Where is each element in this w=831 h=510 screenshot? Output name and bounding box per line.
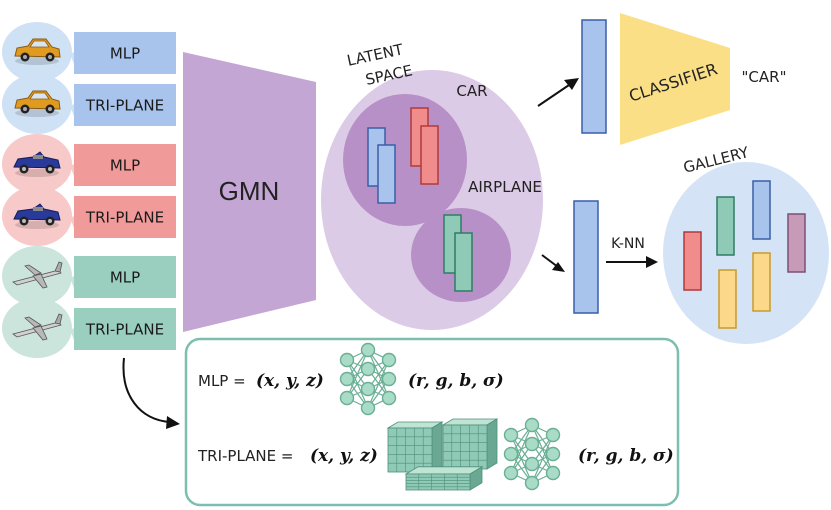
input-mlp-box (74, 256, 176, 298)
input-tri-plane-box (74, 84, 176, 126)
input-thumbnail-car (2, 74, 82, 134)
input-tri-plane-label: TRI-PLANE (85, 321, 164, 339)
gallery-embeddings (683, 180, 806, 329)
gallery-item-red (683, 231, 702, 291)
gallery-region (663, 162, 829, 344)
input-tri-plane-label: TRI-PLANE (85, 97, 164, 115)
gallery-item-purple (787, 213, 806, 273)
legend-triplane-prefix: TRI-PLANE = (197, 447, 293, 465)
airplane-embedding-green-2 (454, 232, 473, 292)
input-column: MLP TRI-PLANE MLP TRI-PLANE MLP TRI-PLANE (2, 22, 176, 358)
legend-triplane-output: (r, g, b, σ) (578, 446, 674, 466)
input-tri-plane-box (74, 196, 176, 238)
airplane-cluster-label: AIRPLANE (468, 178, 542, 196)
car-embedding-blue-2 (377, 144, 396, 204)
legend-mlp-input: (x, y, z) (256, 371, 324, 391)
gallery-item-yellow (752, 252, 771, 312)
classifier-head (620, 13, 730, 145)
car-embedding-red-2 (420, 125, 439, 185)
legend-triplane-input: (x, y, z) (310, 446, 378, 466)
arrow-to-gallery (606, 256, 658, 268)
input-thumbnail-convertible (2, 186, 82, 246)
input-mlp-box (74, 32, 176, 74)
classifier-output: "CAR" (742, 68, 787, 86)
arrow-to-classifier (537, 78, 579, 107)
knn-query-vector (573, 200, 599, 314)
triplane-feature-grids-icon (386, 418, 499, 491)
input-thumbnail-convertible (2, 134, 82, 194)
gallery-item-green (716, 196, 735, 256)
car-cluster (343, 94, 467, 226)
legend-mlp-output: (r, g, b, σ) (408, 371, 504, 391)
legend-mlp-prefix: MLP = (198, 372, 246, 390)
input-thumbnail-airplane (2, 246, 82, 306)
input-mlp-label: MLP (110, 269, 140, 287)
airplane-embeddings (443, 214, 473, 292)
car-cluster-label: CAR (456, 82, 487, 100)
classifier-input-vector (581, 19, 607, 134)
arrow-to-legend (122, 357, 180, 429)
input-mlp-label: MLP (110, 45, 140, 63)
input-thumbnail-car (2, 22, 82, 82)
gmn-encoder (183, 52, 316, 332)
gallery-item-blue (752, 180, 771, 240)
input-thumbnail-airplane (2, 298, 82, 358)
input-mlp-box (74, 144, 176, 186)
input-mlp-label: MLP (110, 157, 140, 175)
arrow-to-knn-vector (541, 254, 565, 272)
input-tri-plane-box (74, 308, 176, 350)
gallery-item-orange (718, 269, 737, 329)
triplane-network-icon (503, 417, 561, 491)
car-embeddings (367, 107, 439, 204)
input-tri-plane-label: TRI-PLANE (85, 209, 164, 227)
knn-label: K-NN (611, 236, 645, 252)
mlp-network-icon (339, 342, 397, 416)
gmn-label: GMN (219, 176, 280, 206)
